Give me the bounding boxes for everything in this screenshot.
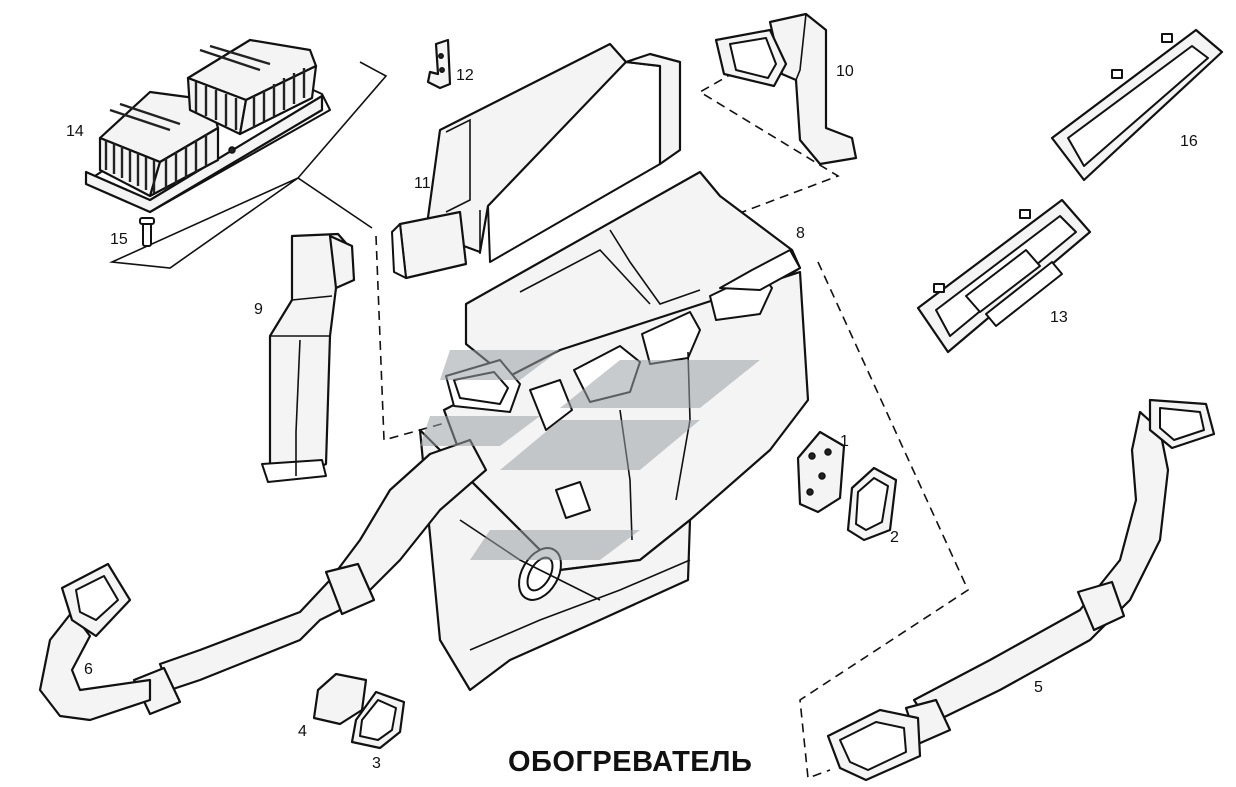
housing-top-part-11 — [391, 42, 682, 280]
part-label-16: 16 — [1180, 133, 1198, 150]
gasket-part-2 — [846, 466, 898, 542]
cover-plate-part-3 — [350, 690, 406, 750]
part-label-12: 12 — [456, 67, 474, 84]
bracket-part-12 — [426, 38, 452, 90]
screw-part-15 — [139, 217, 155, 247]
part-label-9: 9 — [254, 301, 263, 318]
part-label-15: 15 — [110, 231, 128, 248]
part-label-13: 13 — [1050, 309, 1068, 326]
part-label-3: 3 — [372, 755, 381, 772]
part-label-10: 10 — [836, 63, 854, 80]
part-label-4: 4 — [298, 723, 307, 740]
part-label-14: 14 — [66, 123, 84, 140]
watermark-logo — [420, 350, 760, 560]
guide-line-10 — [698, 71, 840, 229]
part-label-5: 5 — [1034, 679, 1043, 696]
duct-elbow-part-10 — [714, 12, 858, 166]
vent-frame-part-16 — [1050, 28, 1224, 182]
vent-frame-part-13 — [916, 198, 1092, 354]
cover-plate-part-1 — [796, 430, 846, 514]
part-label-11: 11 — [414, 175, 431, 192]
guide-line-8-5 — [799, 261, 970, 780]
part-label-1: 1 — [840, 433, 849, 450]
hose-part-5 — [826, 398, 1216, 782]
heater-core-part-14 — [84, 38, 331, 214]
part-label-6: 6 — [84, 661, 93, 678]
guide-line-14 — [108, 61, 388, 269]
hose-part-6 — [38, 438, 488, 722]
part-label-8: 8 — [796, 225, 805, 242]
vertical-duct-part-9 — [261, 232, 356, 483]
heater-box-part-8 — [418, 170, 810, 692]
diagram-title: ОБОГРЕВАТЕЛЬ — [508, 746, 753, 778]
part-label-2: 2 — [890, 529, 899, 546]
